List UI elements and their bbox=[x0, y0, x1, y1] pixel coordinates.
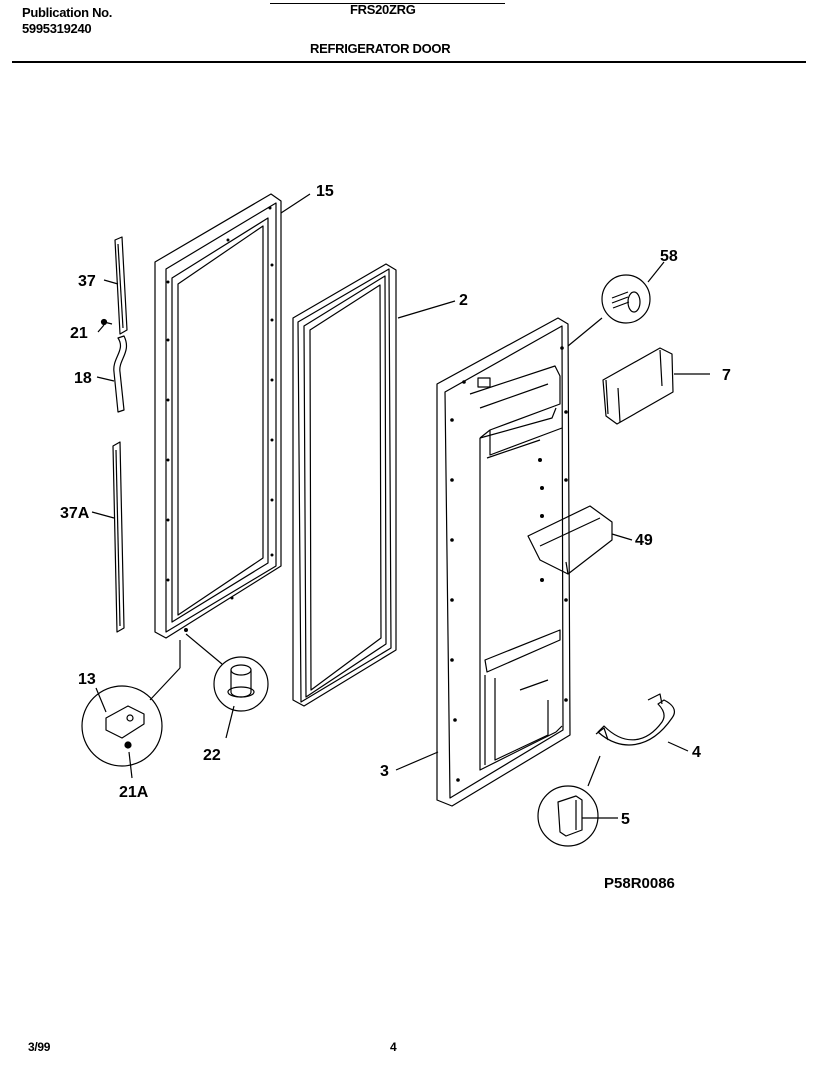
callout-37: 37 bbox=[78, 273, 96, 290]
page-number: 4 bbox=[390, 1040, 397, 1054]
callout-3: 3 bbox=[380, 763, 389, 780]
part-dairy-door bbox=[602, 347, 674, 425]
diagram-code: P58R0086 bbox=[604, 875, 675, 892]
part-door-frame bbox=[154, 193, 282, 639]
callout-2: 2 bbox=[459, 292, 468, 309]
part-retainer-end-cap bbox=[537, 755, 601, 847]
callout-4: 4 bbox=[692, 744, 701, 761]
callout-37a: 37A bbox=[60, 505, 90, 522]
part-handle-trim-upper bbox=[114, 236, 128, 335]
part-door-gasket bbox=[292, 263, 397, 707]
callout-7: 7 bbox=[722, 367, 731, 384]
part-door-bin bbox=[527, 505, 613, 575]
publication-label: Publication No. bbox=[22, 5, 113, 20]
part-handle-trim-lower bbox=[112, 441, 125, 633]
callout-18: 18 bbox=[74, 370, 92, 387]
callout-49: 49 bbox=[635, 532, 653, 549]
callout-5: 5 bbox=[621, 811, 630, 828]
part-screw-21 bbox=[100, 318, 113, 326]
part-door-liner bbox=[436, 317, 571, 807]
section-title: REFRIGERATOR DOOR bbox=[310, 41, 451, 56]
callout-21a: 21A bbox=[119, 784, 149, 801]
model-number: FRS20ZRG bbox=[350, 2, 416, 17]
callout-22: 22 bbox=[203, 747, 221, 764]
callout-13: 13 bbox=[78, 671, 96, 688]
part-screw-58 bbox=[567, 274, 651, 347]
publication-number: 5995319240 bbox=[22, 21, 92, 36]
part-hinge-bushing bbox=[185, 633, 269, 712]
footer-date: 3/99 bbox=[28, 1040, 51, 1054]
callout-15: 15 bbox=[316, 183, 334, 200]
leader-lines bbox=[91, 193, 710, 819]
model-top-rule bbox=[270, 3, 505, 4]
header-rule bbox=[12, 61, 806, 63]
callout-58: 58 bbox=[660, 248, 678, 265]
callout-21: 21 bbox=[70, 325, 88, 342]
part-retainer-bar bbox=[595, 693, 676, 746]
part-hinge bbox=[81, 640, 181, 767]
part-door-handle bbox=[113, 335, 128, 413]
